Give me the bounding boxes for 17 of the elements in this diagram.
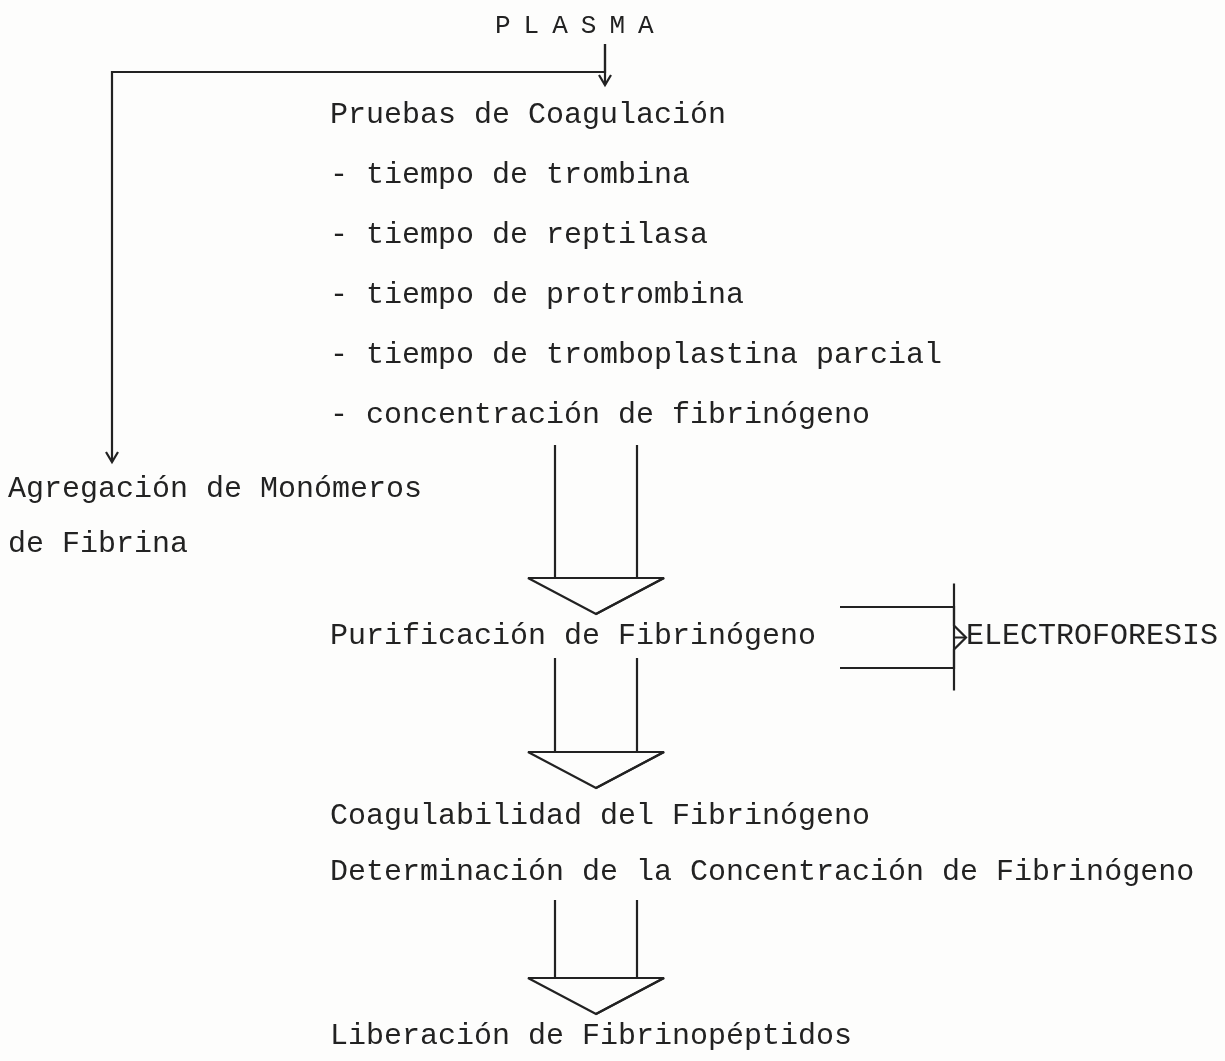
text-label: Determinación de la Concentración de Fibrinógeno [330, 854, 1196, 891]
text-label: Purificación de Fibrinógeno [330, 614, 840, 658]
text-label: - tiempo de reptilasa [330, 217, 710, 254]
block-arrow [526, 656, 666, 790]
text-label: PLASMA [495, 8, 680, 44]
text-label: - tiempo de trombina [330, 157, 692, 194]
text-label: - tiempo de protrombina [330, 277, 746, 314]
block-arrow [526, 898, 666, 1016]
heading-text: Coagulabilidad del Fibrinógeno [330, 798, 872, 835]
text-label: - concentración de fibrinógeno [330, 397, 872, 434]
text-label: - tiempo de tromboplastina parcial [330, 337, 944, 374]
text-label: ELECTROFORESIS [966, 614, 1222, 658]
arrow [104, 44, 607, 464]
block-arrow [526, 443, 666, 616]
heading-text: Pruebas de Coagulación [330, 97, 728, 134]
text-label: Agregación de Monómeros de Fibrina [8, 462, 438, 572]
text-label: Liberación de Fibrinopéptidos [330, 1014, 890, 1058]
